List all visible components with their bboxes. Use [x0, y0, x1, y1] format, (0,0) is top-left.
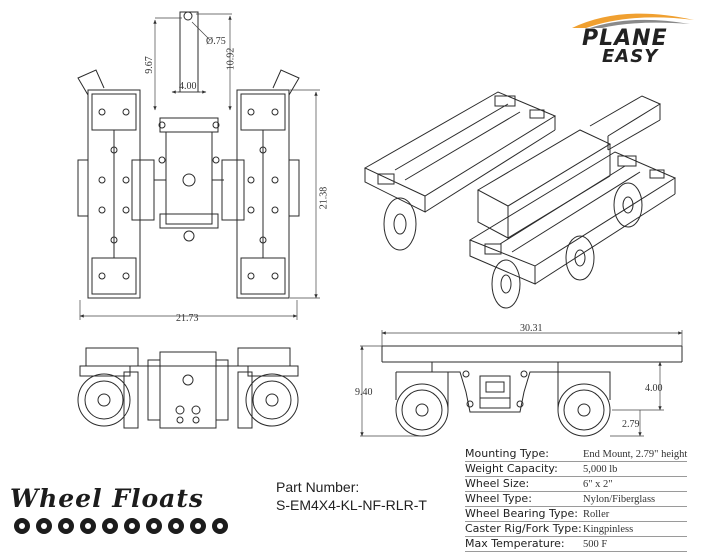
side-view-dimensions: [360, 330, 683, 437]
iso-rear-pod: [363, 91, 557, 213]
dim-overall-width: 21.73: [176, 313, 199, 324]
part-number-value: S-EM4X4-KL-NF-RLR-T: [276, 497, 427, 513]
left-caster-pod: [77, 69, 155, 299]
wheel-floats-logo: Wheel Floats: [10, 480, 230, 540]
part-number-block: Part Number: S-EM4X4-KL-NF-RLR-T: [276, 478, 427, 514]
dim-mount-height: 4.00: [645, 383, 663, 394]
spec-value: Kingpinless: [583, 521, 688, 537]
wheel-row-icon: [14, 518, 228, 534]
spec-value: Nylon/Fiberglass: [583, 491, 688, 507]
dim-height-to-pin: 9.67: [143, 56, 155, 74]
right-caster-pod: [221, 69, 300, 299]
specs-table: Mounting Type: End Mount, 2.79" height W…: [465, 447, 688, 552]
part-number-label: Part Number:: [276, 479, 360, 495]
iso-wheels: [383, 182, 643, 309]
side-left-wheel: [395, 371, 449, 437]
wheel-floats-text: Wheel Floats: [10, 484, 205, 513]
dim-height-to-top: 10.92: [225, 47, 237, 71]
dim-overall-length: 21.38: [318, 186, 330, 210]
spec-key: Caster Rig/Fork Type:: [465, 521, 583, 537]
dim-side-height: 9.40: [355, 387, 373, 398]
side-right-wheel: [557, 371, 611, 437]
spec-row: Wheel Bearing Type: Roller: [465, 506, 688, 522]
plane-easy-line1: PLANE: [582, 26, 668, 51]
isometric-view: [363, 91, 677, 309]
plane-easy-line2: EASY: [602, 46, 659, 67]
dim-hole-diameter: Ø.75: [206, 36, 226, 47]
spec-value: Roller: [583, 506, 688, 522]
spec-value: 5,000 lb: [583, 461, 688, 477]
swoosh-icon: [572, 13, 694, 28]
front-view: [77, 347, 299, 429]
spec-row: Mounting Type: End Mount, 2.79" height: [465, 447, 688, 462]
spec-row: Weight Capacity: 5,000 lb: [465, 461, 688, 477]
spec-key: Mounting Type:: [465, 447, 583, 462]
dim-side-length: 30.31: [520, 323, 543, 334]
spec-row: Caster Rig/Fork Type: Kingpinless: [465, 521, 688, 537]
spec-row: Wheel Size: 6" x 2": [465, 476, 688, 492]
top-view: [77, 11, 300, 299]
spec-row: Wheel Type: Nylon/Fiberglass: [465, 491, 688, 507]
plane-easy-logo: PLANE EASY: [562, 6, 698, 68]
front-left-wheel: [77, 365, 139, 429]
spec-key: Wheel Type:: [465, 491, 583, 507]
spec-value: End Mount, 2.79" height: [583, 447, 688, 462]
spec-row: Max Temperature: 500 F: [465, 536, 688, 552]
iso-coupler: [476, 95, 662, 239]
top-view-dimensions: [79, 13, 320, 320]
spec-key: Max Temperature:: [465, 536, 583, 552]
dim-tube-width: 4.00: [179, 81, 197, 92]
spec-key: Weight Capacity:: [465, 461, 583, 477]
spec-key: Wheel Size:: [465, 476, 583, 492]
side-view: [381, 345, 683, 437]
iso-front-pod: [468, 151, 677, 285]
dim-mount-offset: 2.79: [622, 419, 640, 430]
front-coupler: [147, 351, 229, 429]
spec-value: 6" x 2": [583, 476, 688, 492]
spec-value: 500 F: [583, 536, 688, 552]
front-right-wheel: [237, 365, 299, 429]
spec-key: Wheel Bearing Type:: [465, 506, 583, 522]
